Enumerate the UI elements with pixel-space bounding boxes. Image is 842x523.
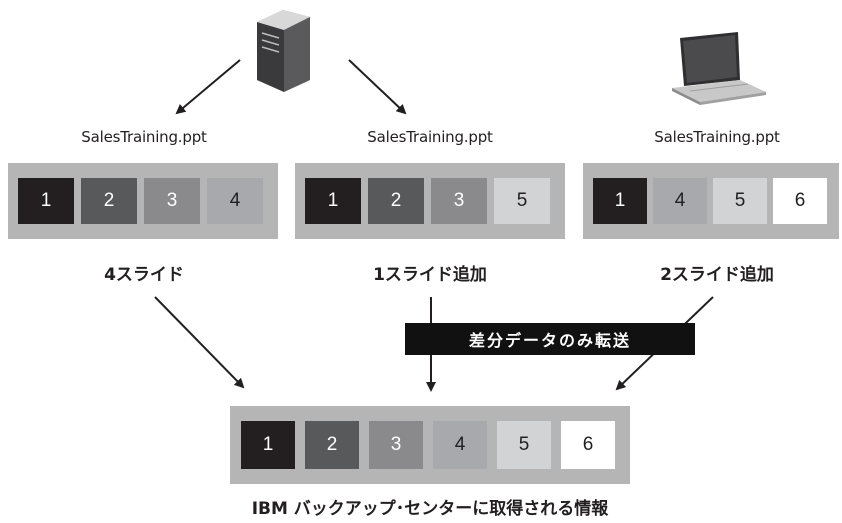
slide-tile: 6 [773, 178, 827, 224]
slide-tile: 5 [494, 178, 550, 224]
slide-tile: 4 [653, 178, 707, 224]
file-name-middle: SalesTraining.ppt [367, 128, 493, 146]
arrow-left-to-result [154, 296, 245, 389]
slide-panel-left: 1 2 3 4 [8, 163, 278, 239]
caption-left: 4スライド [104, 265, 184, 285]
caption-middle: 1スライド追加 [373, 265, 487, 285]
slide-tile: 2 [81, 178, 137, 224]
backup-center-panel: 1 2 3 4 5 6 [230, 406, 630, 484]
slide-tile: 3 [431, 178, 487, 224]
arrow-server-to-middle [348, 59, 407, 115]
slide-tile: 1 [18, 178, 74, 224]
slide-tile: 4 [433, 421, 487, 469]
slide-tile: 2 [305, 421, 359, 469]
slide-tile: 3 [144, 178, 200, 224]
slide-tile: 2 [368, 178, 424, 224]
slide-tile: 5 [497, 421, 551, 469]
slide-tile: 1 [241, 421, 295, 469]
diff-transfer-callout: 差分データのみ転送 [405, 323, 695, 355]
slide-tile: 1 [305, 178, 361, 224]
arrow-server-to-left [175, 59, 241, 115]
slide-tile: 5 [713, 178, 767, 224]
slide-tile: 1 [593, 178, 647, 224]
slide-tile: 3 [369, 421, 423, 469]
backup-center-caption: IBM バックアップ･センターに取得される情報 [251, 499, 609, 519]
file-name-right: SalesTraining.ppt [654, 128, 780, 146]
slide-panel-right: 1 4 5 6 [583, 163, 839, 239]
slide-tile: 6 [561, 421, 615, 469]
slide-panel-middle: 1 2 3 5 [295, 163, 565, 239]
file-name-left: SalesTraining.ppt [81, 128, 207, 146]
caption-right: 2スライド追加 [660, 265, 774, 285]
slide-tile: 4 [207, 178, 263, 224]
